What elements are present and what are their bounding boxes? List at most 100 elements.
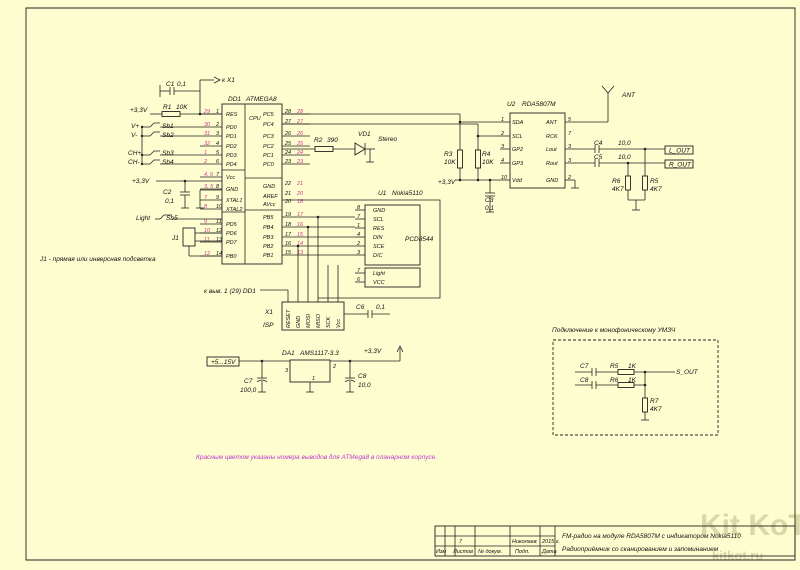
- footnote: Красным цветом указаны номера выводов дл…: [196, 453, 437, 461]
- mcu-pin-red: 4, 6: [204, 172, 214, 178]
- mcu-pin-name: PD1: [226, 134, 237, 140]
- to-x1-label: к X1: [222, 77, 235, 84]
- lcd-pin-name: Light: [373, 271, 385, 277]
- mcu-pin-red: 32: [204, 141, 210, 147]
- lcd-pin-num: 2: [356, 241, 360, 247]
- r5-value: 4K7: [650, 186, 662, 193]
- mcu-pin-num: 18: [285, 222, 292, 228]
- radio-pin-num: 3: [501, 144, 505, 150]
- r6-value: 4K7: [612, 186, 624, 193]
- radio-body: [509, 112, 566, 189]
- r3-value: 10K: [444, 159, 456, 166]
- sb5-label: Sb5: [166, 215, 178, 222]
- lcd-pin-num: 8: [357, 205, 361, 211]
- radio-part: RDA5807M: [522, 101, 556, 108]
- mcu-pin-num: 9: [216, 195, 219, 201]
- c4-value: 10,0: [618, 140, 631, 147]
- isp-pin-name: RESET: [286, 309, 292, 328]
- mcu-pin-name: AREF: [262, 194, 278, 200]
- mcu-pin-name: PB4: [263, 225, 273, 231]
- mono-title: Подключение к монофоническому УМЗЧ: [552, 326, 676, 334]
- mcu-cpu-label: CPU: [249, 116, 261, 122]
- buttons-sb1-sb4: V+ V- CH+ CH- Sb1 Sb2 Sb3 Sb4: [128, 122, 200, 166]
- c7-label: C7: [244, 378, 253, 385]
- mcu-pin-red: 28: [296, 109, 304, 115]
- c2-value: 0,1: [165, 198, 174, 205]
- radio-pin-name: ANT: [545, 120, 558, 126]
- isp-pin-name: MISO: [316, 313, 322, 328]
- c5-value: 10,0: [618, 154, 631, 161]
- sb2-label: Sb2: [162, 132, 174, 139]
- lcd-pin-name: VCC: [373, 280, 385, 286]
- radio-pin-num: 5: [568, 117, 572, 123]
- radio-pin-num: 2: [567, 175, 571, 181]
- sb4-label: Sb4: [162, 159, 174, 166]
- radio-pin-name: GP2: [512, 147, 523, 153]
- radio-pin-num: 7: [568, 131, 572, 137]
- radio-pin-num: 3: [568, 144, 572, 150]
- mcu-pin-name: GND: [263, 184, 275, 190]
- plus33-a: +3,3V: [130, 107, 148, 114]
- mcu-pin-red: 13: [297, 250, 304, 256]
- audio-outputs: C4 10,0 C5 10,0 L_OUT R_OUT R6 4K7 R5 4K…: [565, 140, 694, 211]
- sheet-frame: [25, 7, 796, 561]
- mcu-pin-name: PD3: [226, 153, 238, 159]
- c8-value: 10,0: [358, 382, 371, 389]
- mcu-pin-name: PC3: [263, 134, 275, 140]
- mono-r5-label: R5: [610, 363, 619, 370]
- mcu-pin-name: RES: [226, 112, 238, 118]
- mcu-pin-num: 26: [284, 131, 292, 137]
- mcu-pin-name: PD6: [226, 231, 238, 237]
- radio-pin-num: 10: [501, 175, 508, 181]
- mcu-pin-name: PD5: [226, 222, 238, 228]
- lcd-pin-name: SCE: [373, 244, 385, 250]
- j1-label: J1: [171, 235, 179, 242]
- c2-capacitor: +3,3V C2 0,1: [132, 178, 222, 209]
- mcu-pin-name: PC2: [263, 144, 274, 150]
- c3-label: C3: [485, 197, 494, 204]
- radio-pin-name: SCL: [512, 134, 523, 140]
- mcu-pin-num: 7: [216, 172, 220, 178]
- lout-label: L_OUT: [669, 148, 691, 155]
- radio-pin-num: 3: [568, 158, 572, 164]
- title-block: 7 Николаев 2015 г. Изм Листов № докум. П…: [434, 525, 796, 557]
- mcu-atmega8: DD1 ATMEGA8 CPU RES129PD0230PD1331PD2432…: [200, 96, 310, 265]
- mcu-pin-num: 19: [285, 212, 291, 218]
- mcu-pin-num: 2: [215, 122, 219, 128]
- plus33-b: +3,3V: [132, 178, 150, 185]
- c8-label: C8: [358, 373, 367, 380]
- c1-label: C1: [166, 81, 175, 88]
- mcu-pin-num: 8: [216, 184, 220, 190]
- radio-pin-name: Vdd: [512, 178, 523, 184]
- mcu-pin-red: 12: [204, 251, 210, 257]
- c6-label: C6: [356, 304, 365, 311]
- mcu-pin-num: 14: [216, 251, 222, 257]
- lcd-pin-num: 6: [357, 277, 361, 283]
- mcu-pin-name: PD2: [226, 144, 237, 150]
- isp-pin-name: MOSI: [306, 313, 312, 328]
- mcu-pin-num: 15: [285, 250, 292, 256]
- mcu-pin-num: 5: [216, 150, 220, 156]
- radio-pin-num: 2: [500, 131, 504, 137]
- lcd-pin-num: 3: [357, 250, 361, 256]
- mcu-pin-red: 17: [297, 212, 304, 218]
- mono-r6-value: 1K: [628, 377, 637, 384]
- mcu-pin-red: 18: [297, 199, 304, 205]
- plus33-c: +3,3V: [438, 179, 456, 186]
- mcu-pin-name: GND: [226, 187, 238, 193]
- mcu-pin-red: 14: [297, 241, 303, 247]
- mcu-pin-name: PD7: [226, 240, 238, 246]
- r4-label: R4: [482, 151, 491, 158]
- mcu-pin-red: 29: [203, 109, 210, 115]
- reg-out-pin: 2: [332, 364, 336, 370]
- c4-label: C4: [594, 140, 603, 147]
- radio-pin-name: RCK: [546, 134, 558, 140]
- mcu-pin-red: 3, 5: [204, 184, 214, 190]
- tb-author: Николаев: [512, 539, 537, 545]
- sout-label: S_OUT: [676, 369, 699, 376]
- lcd-pin-num: 7: [357, 214, 361, 220]
- r4-value: 10K: [482, 159, 494, 166]
- radio-pin-name: GP3: [512, 161, 524, 167]
